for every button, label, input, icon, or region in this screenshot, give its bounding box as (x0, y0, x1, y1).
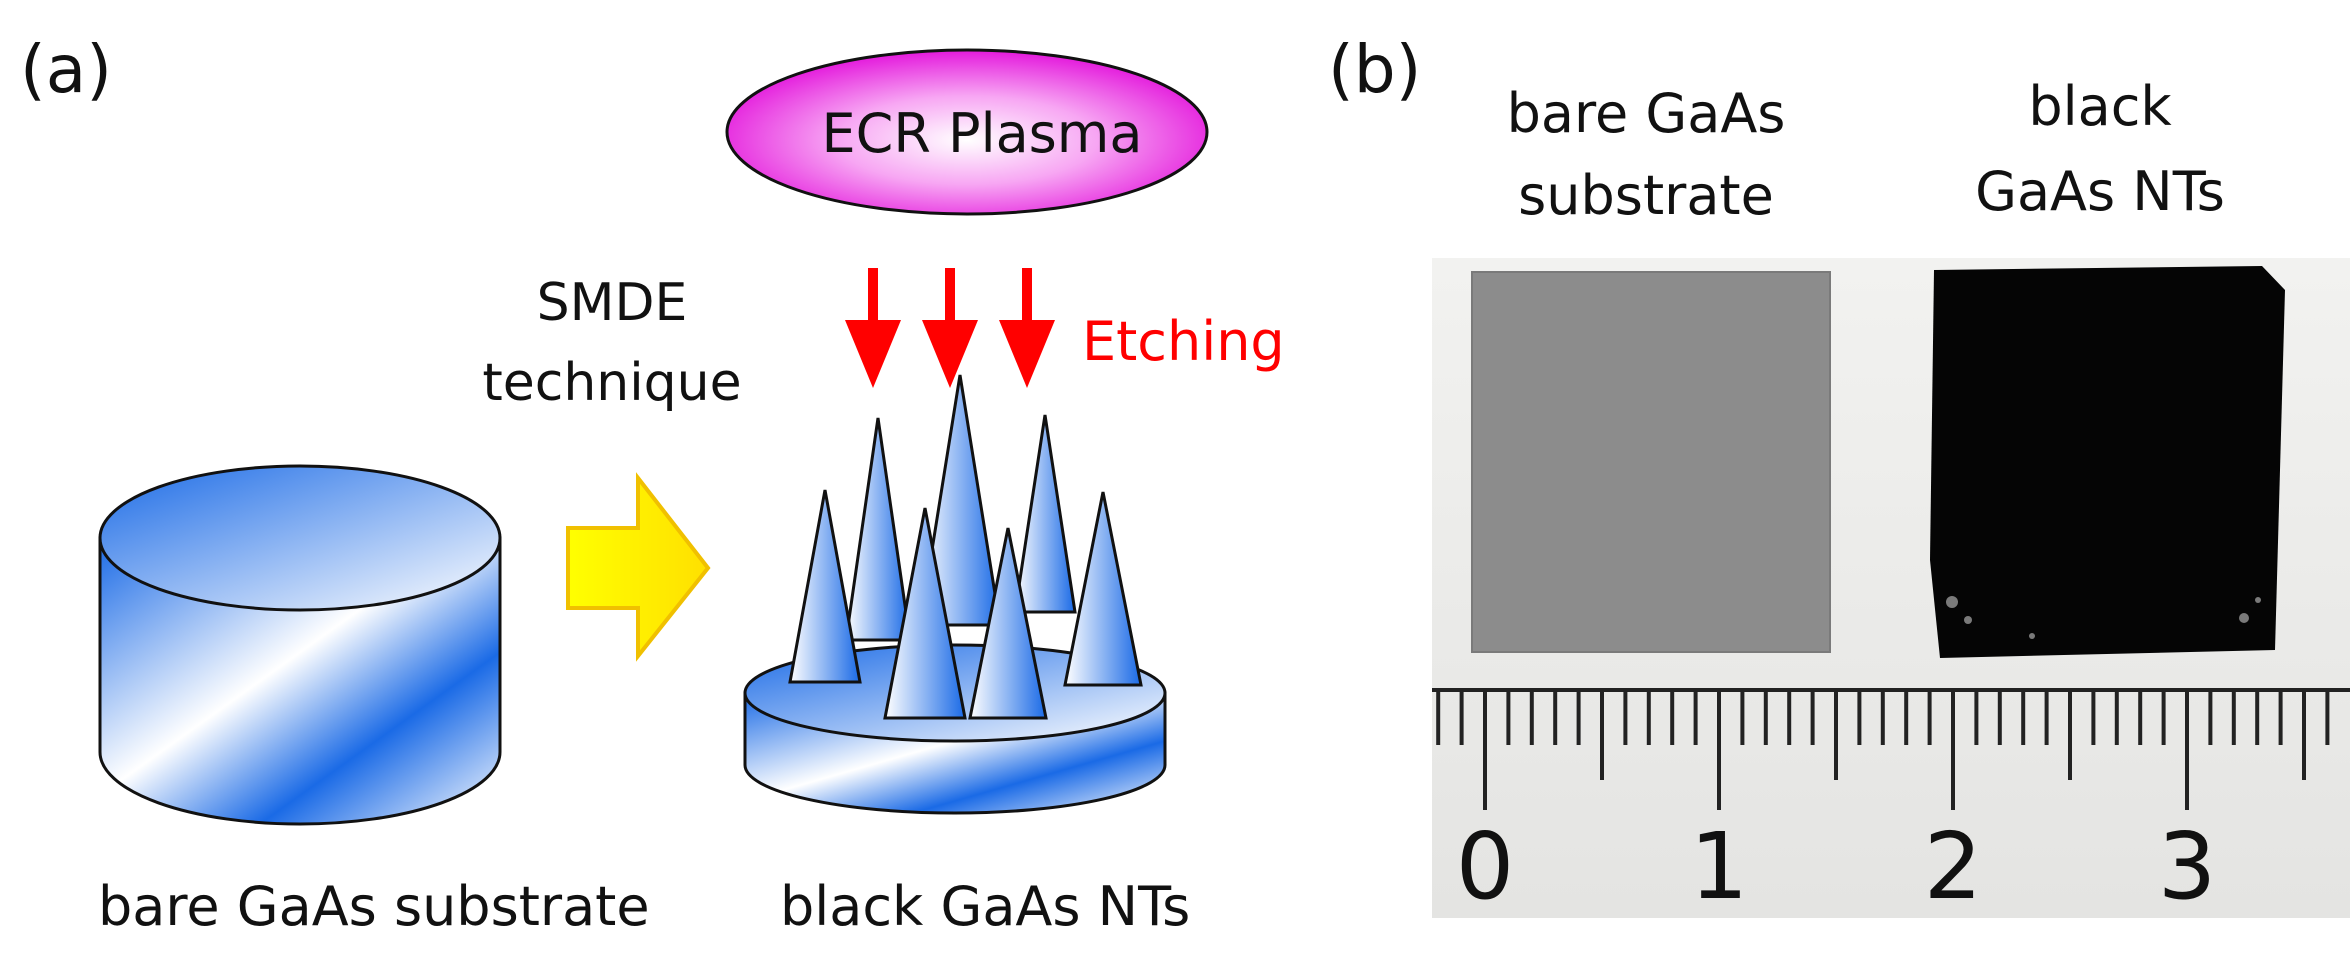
bare-gaas-cylinder (98, 464, 502, 826)
process-arrow-icon (566, 472, 711, 662)
ruler-label: 1 (1690, 813, 1749, 920)
black-gaas-sample (1930, 266, 2285, 658)
bare-gaas-sample (1471, 271, 1831, 653)
panel-b: (b) bare GaAs substrate black GaAs NTs 0 (1328, 31, 2350, 920)
nanotip-cone (844, 417, 912, 642)
etching-arrow-icon (999, 268, 1055, 388)
etching-arrow-icon (922, 268, 978, 388)
plasma-source: ECR Plasma (725, 48, 1209, 216)
plasma-ellipse (725, 48, 1209, 216)
ruler-label: 2 (1924, 813, 1983, 920)
nanotip-cone (883, 507, 967, 720)
panel-b-label: (b) (1328, 31, 1421, 108)
ruler-ticks (1436, 690, 2330, 810)
etching-label: Etching (1082, 310, 1285, 373)
bare-caption: bare GaAs substrate (98, 875, 650, 938)
black-sample-speckles (1946, 596, 2261, 639)
ruler-label: 0 (1456, 813, 1515, 920)
nanotip-cone (1013, 414, 1077, 614)
ruler-label: 3 (2158, 813, 2217, 920)
sample2-label-line2: GaAs NTs (1975, 160, 2225, 223)
nanotip-cone (788, 489, 862, 684)
etching-arrows (845, 268, 1055, 388)
ruler-labels: 0 1 2 3 (1456, 813, 2217, 920)
sample1-label-line1: bare GaAs (1507, 82, 1786, 145)
nanotip-cone (1063, 491, 1143, 687)
sample-photo: 0 1 2 3 (1432, 258, 2350, 920)
nanotip-cones (788, 374, 1143, 720)
panel-a-label: (a) (20, 31, 112, 108)
process-label-line2: technique (482, 353, 741, 413)
ruler: 0 1 2 3 (1432, 688, 2350, 920)
black-gaas-nts (743, 374, 1167, 815)
etching-arrow-icon (845, 268, 901, 388)
panel-a: (a) ECR Plasma SMDE technique Etching (20, 31, 1285, 938)
plasma-label: ECR Plasma (822, 102, 1143, 165)
nts-caption: black GaAs NTs (780, 875, 1190, 938)
process-label-line1: SMDE (537, 273, 688, 333)
nanotip-cone (968, 527, 1048, 720)
sample2-label-line1: black (2028, 75, 2172, 138)
sample1-label-line2: substrate (1518, 164, 1774, 227)
nanotip-cone (918, 374, 1002, 627)
